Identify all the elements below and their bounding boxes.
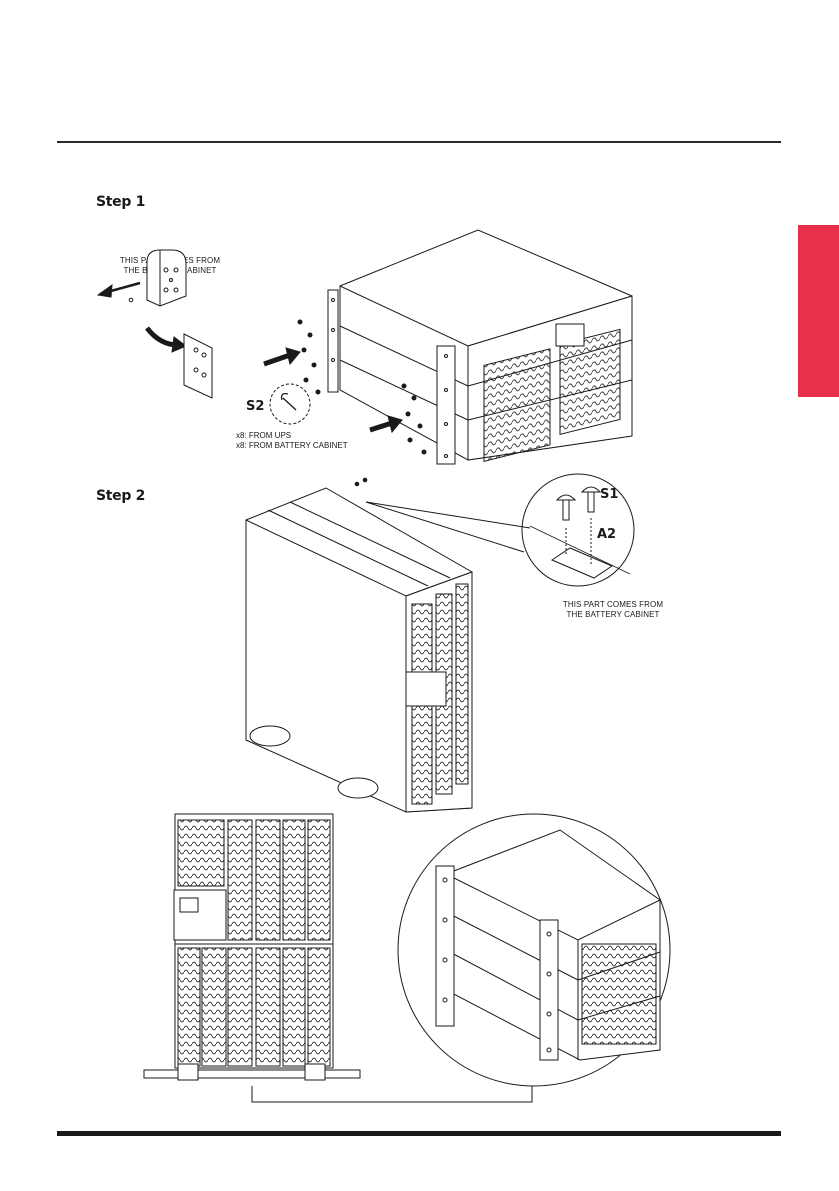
screw-s1-icon [555,486,602,521]
push-arrow-icon [263,352,291,367]
red-section-tab [798,225,839,397]
bracket-a2-icon [550,547,614,579]
screw-s2-callout: S2 [246,399,265,414]
front-view-assembled [143,813,361,1081]
mounting-plate-icon [183,333,213,399]
step-2-note: THIS PART COMES FROM THE BATTERY CABINET [562,600,664,619]
bracket-icon [146,249,187,307]
bracket-detail-circle [521,473,635,587]
ups-tower-unit [245,487,473,813]
screw-icon [128,297,134,303]
arrow-head-icon [96,283,113,298]
step-2-illustration [245,473,635,813]
leader-line [365,501,531,553]
bracket-a2-callout: A2 [597,527,617,542]
step-2-label: Step 2 [96,488,146,504]
screw-s2-icon [280,392,297,411]
screw-detail-circle [269,383,311,425]
screw-s1-callout: S1 [600,487,619,502]
view-connector-bracket [251,1086,533,1103]
lcd-panel [555,323,585,347]
step-1-quantity-note: x8: FROM UPS x8: FROM BATTERY CABINET [236,431,348,450]
screw-icon [354,481,360,487]
header-rule [57,141,781,143]
ups-rack-unit [327,229,633,465]
step-1-illustration [96,229,633,465]
lcd-panel [405,671,447,707]
rack-mount-detail [397,813,671,1087]
screw-icon [362,477,368,483]
push-arrow-icon [369,420,393,433]
screw-set-icon [297,319,427,455]
footer-rule [57,1131,781,1136]
step-1-label: Step 1 [96,194,146,210]
